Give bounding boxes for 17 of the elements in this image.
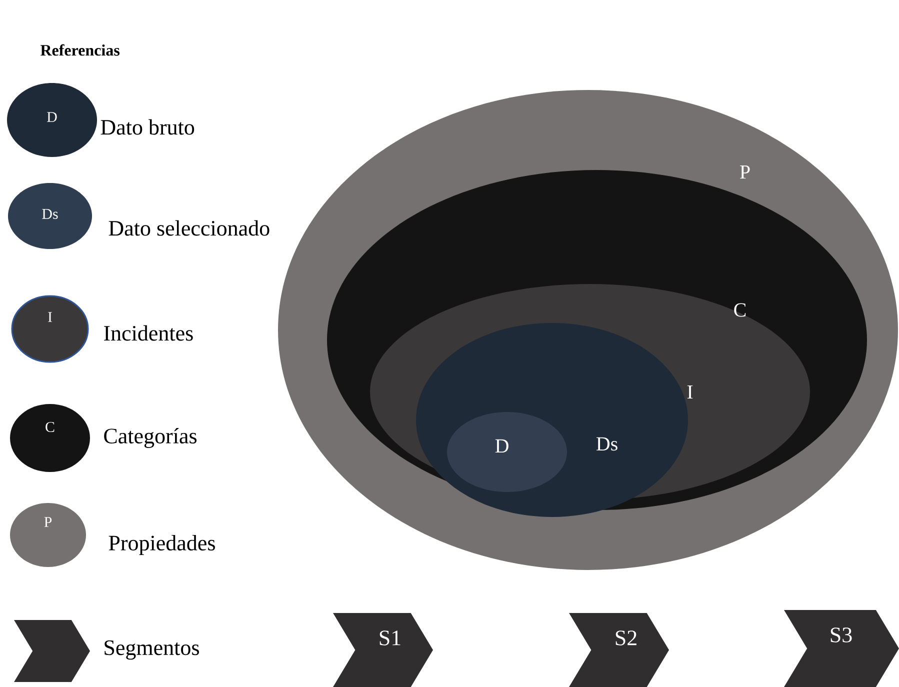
node-label: Segmentos bbox=[104, 640, 199, 660]
node-label: Categorías bbox=[104, 428, 196, 448]
chevron: S2 bbox=[569, 612, 669, 687]
node-label: Dato bruto bbox=[100, 119, 194, 135]
chevron: S3 bbox=[784, 610, 899, 687]
ellipse-label: D bbox=[495, 439, 508, 453]
node-label: Incidentes bbox=[104, 325, 193, 341]
ellipse-label: C bbox=[734, 303, 746, 317]
ellipse-label: P bbox=[740, 165, 750, 179]
chevron: S1 bbox=[333, 612, 433, 687]
ellipse-label: Ds bbox=[596, 437, 618, 451]
ellipse bbox=[447, 412, 567, 492]
ellipse-label: I bbox=[687, 385, 693, 399]
heading: Referencias bbox=[40, 44, 120, 56]
node-label: Propiedades bbox=[108, 535, 215, 555]
node-label: Dato seleccionado bbox=[108, 220, 270, 236]
chevron bbox=[14, 620, 90, 682]
